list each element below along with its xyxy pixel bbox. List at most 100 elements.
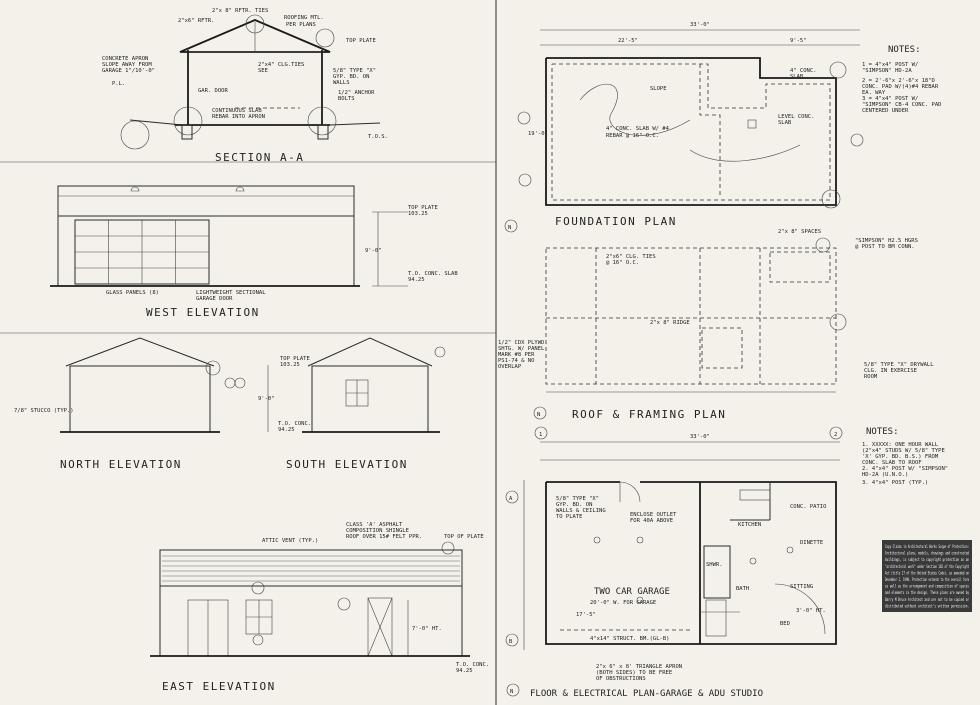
section-label: ROOFING MTL. xyxy=(284,15,324,21)
east-elevation-title: EAST ELEVATION xyxy=(162,680,276,693)
section-aa-title: SECTION A-A xyxy=(215,151,304,164)
foundation-label: 33'-0" xyxy=(690,22,710,28)
foundation-plan: N xyxy=(504,29,864,233)
south-label: 9'-0" xyxy=(258,396,275,402)
foundation-label: 22'-5" xyxy=(618,38,638,44)
svg-text:2: 2 xyxy=(834,432,837,438)
section-label: 2"x 8" RFTR. TIES xyxy=(212,8,268,14)
floor-electrical-plan: A B 1 2 N xyxy=(505,426,843,697)
copyright-line: distributed without architect's written … xyxy=(885,603,969,609)
south-label: T.O. CONC. xyxy=(278,421,311,427)
section-label: 1/2" ANCHOR xyxy=(338,90,375,96)
section-label: BOLTS xyxy=(338,96,355,102)
west-label: GARAGE DOOR xyxy=(196,296,233,302)
west-label: TOP PLATE xyxy=(408,205,438,211)
notes-bottom-item: 1. XXXXX: ONE HOUR WALL(2"x4" STUDS W/ 5… xyxy=(862,442,945,466)
east-roof xyxy=(159,549,463,587)
floor-label: 3'-0" HT. xyxy=(796,608,826,614)
south-label: 103.25 xyxy=(280,362,300,368)
roof-label: 5/8" TYPE "X" DRYWALL xyxy=(864,362,934,368)
floor-label: CONC. PATIO xyxy=(790,504,826,510)
roof-label: PS1-74 & NO xyxy=(498,358,534,364)
floor-label: 17'-5" xyxy=(576,612,596,618)
east-elevation xyxy=(150,541,470,657)
east-label: TOP OF PLATE xyxy=(444,534,484,540)
section-label: GAR. DOOR xyxy=(198,88,228,94)
west-fascia xyxy=(57,185,355,217)
west-label: 9'-0" xyxy=(365,248,382,254)
section-label: 2"x6" RFTR. xyxy=(178,18,214,24)
section-label: 5/8" TYPE "X" xyxy=(333,68,376,74)
floor-label: WALLS & CEILING xyxy=(556,508,606,514)
section-label: WALLS xyxy=(333,80,350,86)
roof-label: OVERLAP xyxy=(498,364,522,370)
copyright-line: Copy Claims in Architectural Works Scope… xyxy=(885,544,969,550)
east-label: ATTIC VENT (TYP.) xyxy=(262,538,318,544)
floor-plan-title: FLOOR & ELECTRICAL PLAN-GARAGE & ADU STU… xyxy=(530,689,763,699)
roof-label: MARK #8 PER xyxy=(498,352,535,358)
floor-label: TWO CAR GARAGE xyxy=(594,587,670,597)
floor-label: 5/8" TYPE "X" xyxy=(556,496,599,502)
roof-label: CLG. IN EXERCISE xyxy=(864,368,917,374)
svg-text:1: 1 xyxy=(539,432,542,438)
copyright-line: Architectural plans, models, drawings an… xyxy=(885,551,969,557)
notes-top-heading: NOTES: xyxy=(888,45,921,55)
foundation-label: 9'-5" xyxy=(790,38,807,44)
foundation-label: 19'-0" xyxy=(528,131,548,137)
west-label: 103.25 xyxy=(408,211,428,217)
section-label: REBAR INTO APRON xyxy=(212,114,265,120)
west-label: GLASS PANELS (8) xyxy=(106,290,159,296)
floor-label: BED xyxy=(780,621,790,627)
copyright-line: and elements in the design. These plans … xyxy=(885,590,969,596)
foundation-label: 4" CONC. SLAB W/ #4 xyxy=(606,126,670,132)
bath-block xyxy=(703,545,731,599)
copyright-line: Barry M Bruce Architect and are not to b… xyxy=(885,597,969,603)
foundation-label: SLAB xyxy=(790,74,804,80)
section-label: GYP. BD. ON xyxy=(333,74,369,80)
east-label: 7'-0" HT. xyxy=(412,626,442,632)
copyright-line: as well as the arrangement and compositi… xyxy=(885,584,969,590)
south-elevation xyxy=(267,337,446,433)
section-aa xyxy=(120,14,381,150)
section-label: TOP PLATE xyxy=(346,38,376,44)
notes-bottom-item: 3. 4"x4" POST (TYP.) xyxy=(862,480,928,486)
foundation-label: 4" CONC. xyxy=(790,68,817,74)
floor-label: ENCLOSE OUTLET xyxy=(630,512,677,518)
svg-text:A: A xyxy=(509,496,513,502)
west-label: 94.25 xyxy=(408,277,425,283)
roof-framing-plan-title: ROOF & FRAMING PLAN xyxy=(572,408,726,421)
section-label: SLOPE AWAY FROM xyxy=(102,62,152,68)
west-elevation-title: WEST ELEVATION xyxy=(146,306,260,319)
roof-framing-plan: N xyxy=(533,237,847,420)
floor-label: (BOTH SIDES) TO BE FREE xyxy=(596,670,672,676)
copyright-line: December 1, 1990. Protection extends to … xyxy=(885,577,969,583)
south-label: TOP PLATE xyxy=(280,356,310,362)
floor-label: OF OBSTRUCTIONS xyxy=(596,676,646,682)
svg-text:N: N xyxy=(537,412,540,418)
section-label: 2"x4" CLG.TIES xyxy=(258,62,304,68)
south-label: 94.25 xyxy=(278,427,295,433)
foundation-plan-title: FOUNDATION PLAN xyxy=(555,215,677,228)
notes-top-item: 1 = 4"x4" POST W/"SIMPSON" HD-2A xyxy=(862,62,918,74)
section-label: CONCRETE APRON xyxy=(102,56,148,62)
east-label: T.O. CONC. xyxy=(456,662,489,668)
copyright-line: "architectural work" under Section 102 o… xyxy=(885,564,969,570)
roof-label: 2"x 8" SPACES xyxy=(778,229,821,235)
east-label: COMPOSITION SHINGLE xyxy=(346,528,409,534)
copyright-line: Act (title 17 of the United States Code)… xyxy=(885,570,969,576)
roof-label: SHTG. W/ PANEL xyxy=(498,346,545,352)
floor-label: KITCHEN xyxy=(738,522,761,528)
foundation-label: REBAR @ 16" O.C. xyxy=(606,133,659,139)
east-label: ROOF OVER 15# FELT PPR. xyxy=(346,534,422,540)
foundation-label: LEVEL CONC. xyxy=(778,114,814,120)
foundation-label: SLOPE xyxy=(650,86,667,92)
south-elevation-title: SOUTH ELEVATION xyxy=(286,458,408,471)
section-label: CONTINUOUS SLAB xyxy=(212,108,262,114)
section-label: PER PLANS xyxy=(286,22,316,28)
floor-label: SITTING xyxy=(790,584,813,590)
roof-label: 2"x 8" RIDGE xyxy=(650,320,690,326)
north-elevation-title: NORTH ELEVATION xyxy=(60,458,182,471)
floor-label: GYP. BD. ON xyxy=(556,502,592,508)
